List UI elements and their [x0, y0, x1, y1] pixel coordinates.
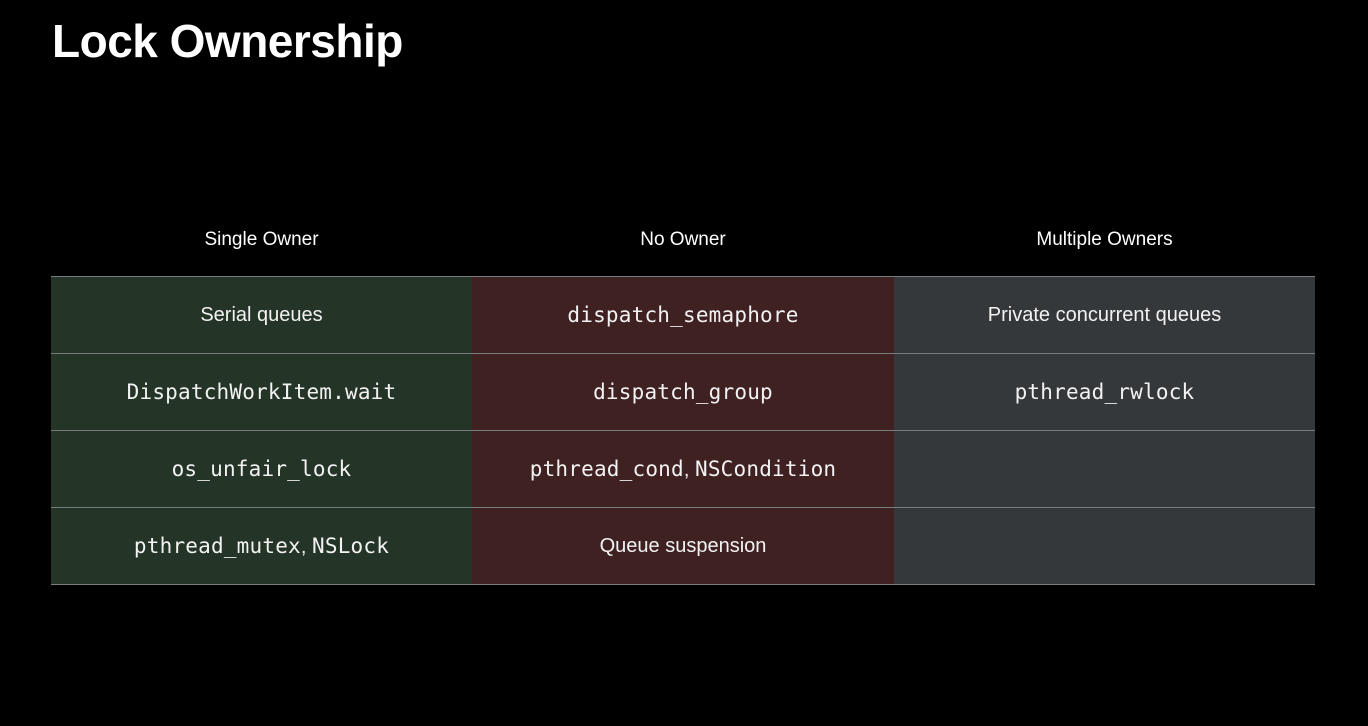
column-header-no-owner: No Owner: [472, 222, 894, 277]
cell-separator: ,: [300, 535, 313, 558]
cell-label: pthread_rwlock: [1014, 380, 1195, 404]
cell-single-owner-3: os_unfair_lock: [51, 430, 472, 508]
cell-label-primary: pthread_cond: [529, 456, 684, 481]
cell-label-secondary: NSCondition: [694, 456, 837, 481]
column-header-single-owner: Single Owner: [51, 222, 472, 277]
cell-label: DispatchWorkItem.wait: [126, 380, 397, 404]
cell-label: dispatch_semaphore: [567, 303, 799, 327]
cell-multiple-owners-3: [894, 430, 1315, 508]
table-row: pthread_mutex, NSLock Queue suspension: [51, 507, 1315, 585]
table-header-row: Single Owner No Owner Multiple Owners: [51, 222, 1315, 277]
cell-single-owner-1: Serial queues: [51, 276, 472, 354]
cell-label-secondary: NSLock: [312, 533, 390, 558]
lock-ownership-table-container: Single Owner No Owner Multiple Owners Se…: [51, 222, 1315, 585]
table-header: Single Owner No Owner Multiple Owners: [51, 222, 1315, 277]
table-body: Serial queues dispatch_semaphore Private…: [51, 276, 1315, 585]
table-row: os_unfair_lock pthread_cond, NSCondition: [51, 430, 1315, 508]
cell-no-owner-3: pthread_cond, NSCondition: [472, 430, 894, 508]
cell-label-primary: pthread_mutex: [133, 533, 301, 558]
cell-multiple-owners-2: pthread_rwlock: [894, 353, 1315, 431]
cell-label: Serial queues: [200, 303, 323, 326]
page-title: Lock Ownership: [52, 15, 403, 67]
cell-no-owner-2: dispatch_group: [472, 353, 894, 431]
cell-multiple-owners-4: [894, 507, 1315, 585]
table-row: DispatchWorkItem.wait dispatch_group pth…: [51, 353, 1315, 431]
column-header-multiple-owners: Multiple Owners: [894, 222, 1315, 277]
table-row: Serial queues dispatch_semaphore Private…: [51, 276, 1315, 354]
cell-label: Private concurrent queues: [987, 303, 1222, 326]
cell-no-owner-4: Queue suspension: [472, 507, 894, 585]
cell-single-owner-2: DispatchWorkItem.wait: [51, 353, 472, 431]
cell-multiple-owners-1: Private concurrent queues: [894, 276, 1315, 354]
cell-label: Queue suspension: [599, 534, 767, 557]
cell-separator: ,: [683, 458, 695, 481]
cell-label: dispatch_group: [593, 380, 773, 404]
lock-ownership-table: Single Owner No Owner Multiple Owners Se…: [51, 222, 1315, 585]
cell-label: os_unfair_lock: [171, 457, 352, 481]
cell-single-owner-4: pthread_mutex, NSLock: [51, 507, 472, 585]
cell-no-owner-1: dispatch_semaphore: [472, 276, 894, 354]
